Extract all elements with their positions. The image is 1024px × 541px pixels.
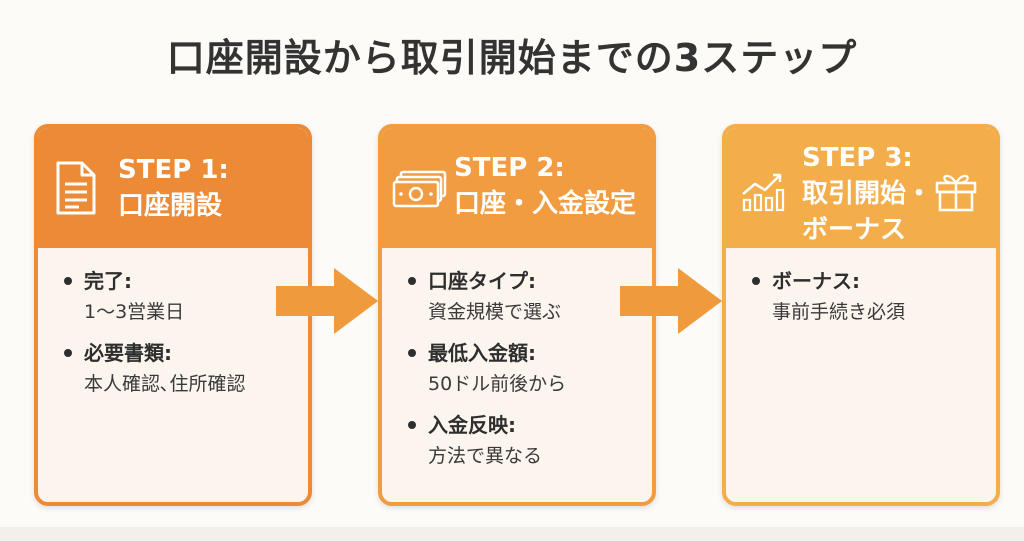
step-3-title-line3: ボーナス [802, 215, 907, 245]
item-value: 50ドル前後から [428, 373, 567, 395]
document-icon [56, 161, 96, 215]
step-3-title-line1: STEP 3: [802, 143, 913, 173]
item-value: 資金規模で選ぶ [428, 301, 562, 323]
item-label: 必要書類: [84, 341, 172, 365]
item-label: 完了: [84, 269, 132, 293]
cash-icon [392, 170, 447, 208]
step-3-title-line2: 取引開始・ [802, 179, 933, 209]
step-2-card: STEP 2: 口座・入金設定 口座タイプ: 資金規模で選ぶ 最低入金額: 50… [378, 124, 656, 506]
list-item: 入金反映: 方法で異なる [408, 410, 652, 472]
step-3-title: STEP 3: 取引開始・ ボーナス [802, 140, 932, 248]
bullet-icon [64, 349, 72, 357]
step-2-title-line2: 口座・入金設定 [454, 189, 637, 219]
item-label: 最低入金額: [428, 341, 536, 365]
item-value: 1〜3営業日 [84, 301, 185, 323]
step-1-title-line2: 口座開設 [118, 191, 223, 221]
arrow-right-icon [620, 268, 722, 334]
bullet-icon [752, 277, 760, 285]
item-value: 本人確認､住所確認 [84, 373, 246, 395]
step-1-card: STEP 1: 口座開設 完了: 1〜3営業日 必要書類: 本人確認､住所確認 [34, 124, 312, 506]
bullet-icon [408, 277, 416, 285]
item-value: 方法で異なる [428, 445, 543, 467]
list-item: 完了: 1〜3営業日 [64, 266, 308, 328]
step-3-header: STEP 3: 取引開始・ ボーナス [726, 128, 996, 248]
chart-icon [742, 173, 785, 212]
step-2-header: STEP 2: 口座・入金設定 [382, 128, 652, 248]
step-1-header: STEP 1: 口座開設 [38, 128, 308, 248]
list-item: 必要書類: 本人確認､住所確認 [64, 338, 308, 400]
arrow-right-icon [276, 268, 378, 334]
gift-icon [935, 174, 977, 212]
list-item: 最低入金額: 50ドル前後から [408, 338, 652, 400]
item-label: ボーナス: [772, 269, 860, 293]
bottom-divider [0, 527, 1024, 541]
step-2-title: STEP 2: 口座・入金設定 [454, 150, 636, 222]
item-value: 事前手続き必須 [772, 301, 906, 323]
item-label: 口座タイプ: [428, 269, 536, 293]
bullet-icon [408, 421, 416, 429]
item-label: 入金反映: [428, 413, 516, 437]
step-3-body: ボーナス: 事前手続き必須 [726, 248, 996, 328]
step-1-title-line1: STEP 1: [118, 155, 229, 185]
step-2-title-line1: STEP 2: [454, 153, 565, 183]
bullet-icon [64, 277, 72, 285]
bullet-icon [408, 349, 416, 357]
step-2-body: 口座タイプ: 資金規模で選ぶ 最低入金額: 50ドル前後から 入金反映: 方法で… [382, 248, 652, 472]
list-item: ボーナス: 事前手続き必須 [752, 266, 996, 328]
list-item: 口座タイプ: 資金規模で選ぶ [408, 266, 652, 328]
step-1-title: STEP 1: 口座開設 [118, 152, 229, 224]
step-3-card: STEP 3: 取引開始・ ボーナス ボーナス: 事前手続き必須 [722, 124, 1000, 506]
page-title: 口座開設から取引開始までの3ステップ [166, 36, 858, 80]
step-1-body: 完了: 1〜3営業日 必要書類: 本人確認､住所確認 [38, 248, 308, 400]
